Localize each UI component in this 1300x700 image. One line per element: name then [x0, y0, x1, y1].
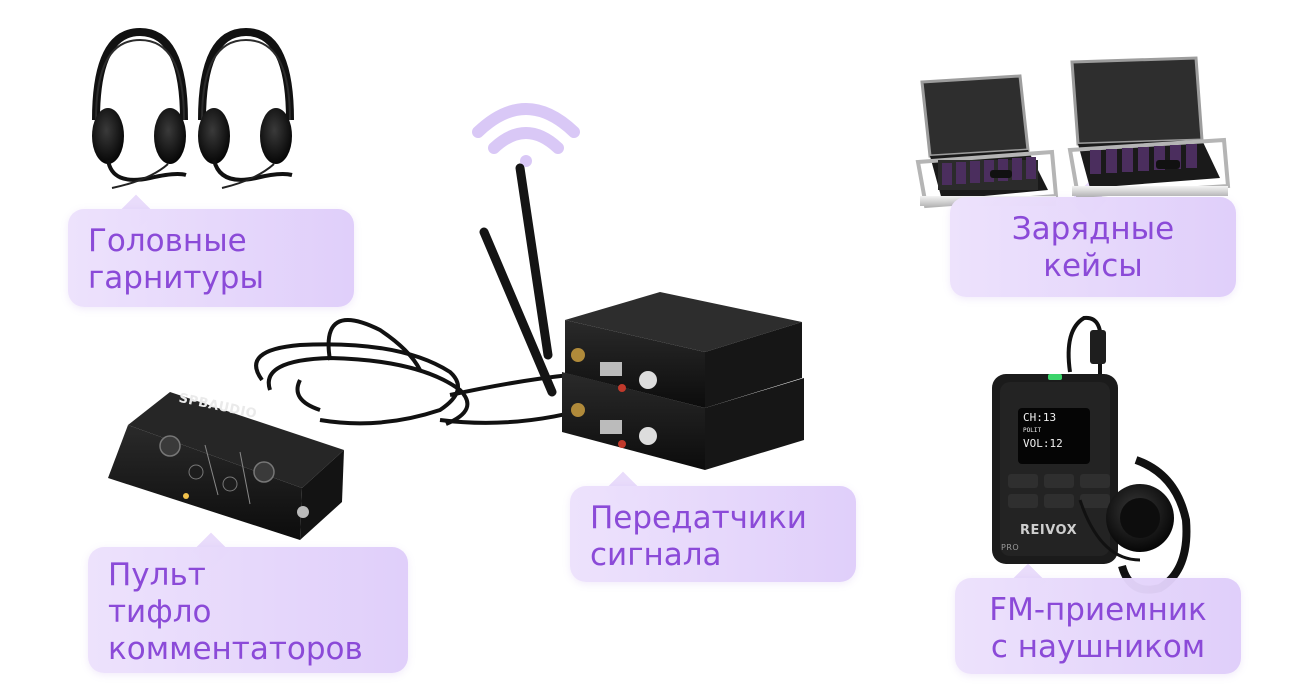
label-receiver-line-2: с наушником — [990, 629, 1206, 665]
label-headsets: Головные гарнитуры — [68, 209, 354, 307]
label-transmitters: Передатчики сигнала — [570, 486, 856, 582]
label-cases-line-2: кейсы — [1043, 248, 1143, 284]
receiver-volume: VOL:12 — [1023, 437, 1063, 450]
label-receiver-line-1: FM-приемник — [989, 592, 1207, 628]
commentator-console — [108, 392, 344, 540]
label-headsets-line-2: гарнитуры — [88, 260, 264, 296]
label-console-line-1: Пульт — [108, 557, 206, 593]
transmitter-stack — [479, 163, 804, 470]
wifi-icon — [472, 103, 580, 167]
label-charging-cases: Зарядные кейсы — [950, 197, 1236, 297]
receiver-model-text: PRO — [1001, 543, 1020, 552]
label-cases-line-1: Зарядные — [1011, 211, 1175, 247]
charging-case-right — [1067, 56, 1231, 199]
receiver-channel: CH:13 — [1023, 411, 1057, 424]
headset-right — [198, 27, 294, 189]
headset-left — [92, 27, 188, 189]
label-transmitters-line-1: Передатчики — [590, 500, 807, 536]
label-headsets-line-1: Головные — [88, 223, 247, 259]
receiver-display: CH:13 POLIT VOL:12 — [1023, 411, 1087, 467]
charging-case-left — [915, 74, 1059, 209]
label-commentator-console: Пульт тифло комментаторов — [88, 547, 408, 673]
label-fm-receiver: FM-приемник с наушником — [955, 578, 1241, 674]
receiver-brand-text: REIVOX — [1020, 523, 1078, 538]
label-transmitters-line-2: сигнала — [590, 537, 722, 573]
label-console-line-2: тифло — [108, 594, 212, 630]
receiver-mode: POLIT — [1023, 427, 1042, 434]
fm-receiver — [992, 315, 1191, 594]
label-console-line-3: комментаторов — [108, 631, 363, 667]
